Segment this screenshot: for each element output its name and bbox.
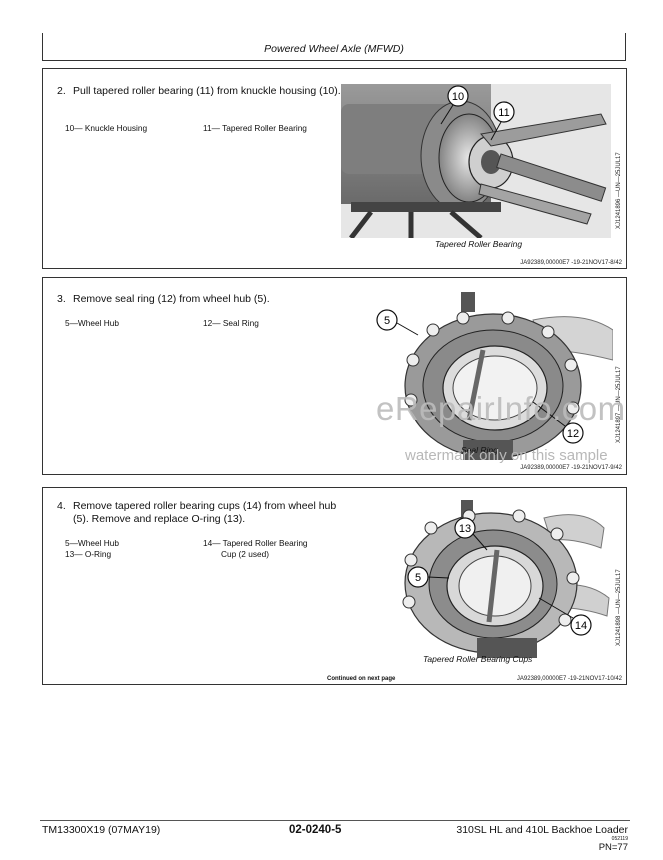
callout-5: 5 xyxy=(384,315,390,327)
legend-item: 12— Seal Ring xyxy=(203,318,259,328)
step-text: Remove seal ring (12) from wheel hub (5)… xyxy=(73,293,270,305)
step-number: 3. xyxy=(57,293,66,305)
photo-wheel-hub-seal: 5 12 xyxy=(373,290,613,460)
reference-code: JA92389,00000E7 -19-21NOV17-8/42 xyxy=(520,260,622,266)
callout-5: 5 xyxy=(415,572,421,584)
step-instruction: 2. Pull tapered roller bearing (11) from… xyxy=(57,85,342,98)
footer-rule xyxy=(40,820,630,821)
callout-11: 11 xyxy=(498,107,509,119)
running-header: Powered Wheel Axle (MFWD) xyxy=(42,33,626,61)
step-number: 2. xyxy=(57,85,66,97)
legend-item: 5—Wheel Hub xyxy=(65,318,119,328)
footer-doc-id: TM13300X19 (07MAY19) xyxy=(42,824,161,836)
step-section-2: 2. Pull tapered roller bearing (11) from… xyxy=(42,68,627,269)
figure-id: XJ1241898 —UN—25JUL17 xyxy=(616,569,622,646)
legend-right: 14— Tapered Roller Bearing Cup (2 used) xyxy=(203,538,308,559)
header-title: Powered Wheel Axle (MFWD) xyxy=(264,43,404,55)
footer-page-ref: 02-0240-5 xyxy=(289,824,342,836)
photo-knuckle-housing: 10 11 xyxy=(341,84,611,238)
photo-caption: Tapered Roller Bearing xyxy=(435,239,523,249)
footer-page-number: PN=77 xyxy=(598,842,628,853)
continued-note: Continued on next page xyxy=(327,676,396,682)
photo-illustration: 10 11 xyxy=(341,84,611,238)
reference-code: JA92389,00000E7 -19-21NOV17-9/42 xyxy=(520,465,622,471)
step-text: Pull tapered roller bearing (11) from kn… xyxy=(73,85,341,97)
photo-caption: Tapered Roller Bearing Cups xyxy=(423,654,533,664)
legend-item: 10— Knuckle Housing xyxy=(65,123,148,133)
legend-item: 13— O-Ring xyxy=(65,548,112,559)
step-section-3: 3. Remove seal ring (12) from wheel hub … xyxy=(42,277,627,475)
callout-14: 14 xyxy=(575,620,587,632)
legend-item: 11— Tapered Roller Bearing xyxy=(203,123,307,133)
callout-10: 10 xyxy=(452,91,464,103)
photo-bearing-cups: 13 5 14 xyxy=(369,498,613,658)
photo-illustration: 5 12 xyxy=(373,290,613,460)
watermark-brand: eRepairInfo.com xyxy=(376,390,626,427)
callout-12: 12 xyxy=(567,428,579,440)
legend-item: Cup (2 used) xyxy=(221,548,269,559)
footer-small-code: 052119 xyxy=(611,836,628,842)
callout-13: 13 xyxy=(459,523,471,535)
step-text: Remove tapered roller bearing cups (14) … xyxy=(73,500,337,525)
photo-caption: Seal Ring xyxy=(461,445,498,455)
legend-right: 12— Seal Ring xyxy=(203,318,259,329)
legend-left: 5—Wheel Hub xyxy=(65,318,119,329)
watermark-note: watermark only on this sample xyxy=(405,447,608,464)
footer-model: 310SL HL and 410L Backhoe Loader xyxy=(456,824,628,836)
legend-right: 11— Tapered Roller Bearing xyxy=(203,123,307,134)
step-number: 4. xyxy=(57,500,66,512)
figure-id: XJ1241896 —UN—25JUL17 xyxy=(616,152,622,229)
reference-code: JA92389,00000E7 -19-21NOV17-10/42 xyxy=(516,676,622,682)
legend-left: 5—Wheel Hub 13— O-Ring xyxy=(65,538,119,559)
legend-item: 5—Wheel Hub xyxy=(65,538,119,548)
step-section-4: 4. Remove tapered roller bearing cups (1… xyxy=(42,487,627,685)
photo-illustration: 13 5 14 xyxy=(369,498,613,658)
legend-left: 10— Knuckle Housing xyxy=(65,123,147,134)
step-instruction: 4. Remove tapered roller bearing cups (1… xyxy=(57,500,342,526)
legend-item: 14— Tapered Roller Bearing xyxy=(203,538,308,548)
step-instruction: 3. Remove seal ring (12) from wheel hub … xyxy=(57,293,342,306)
